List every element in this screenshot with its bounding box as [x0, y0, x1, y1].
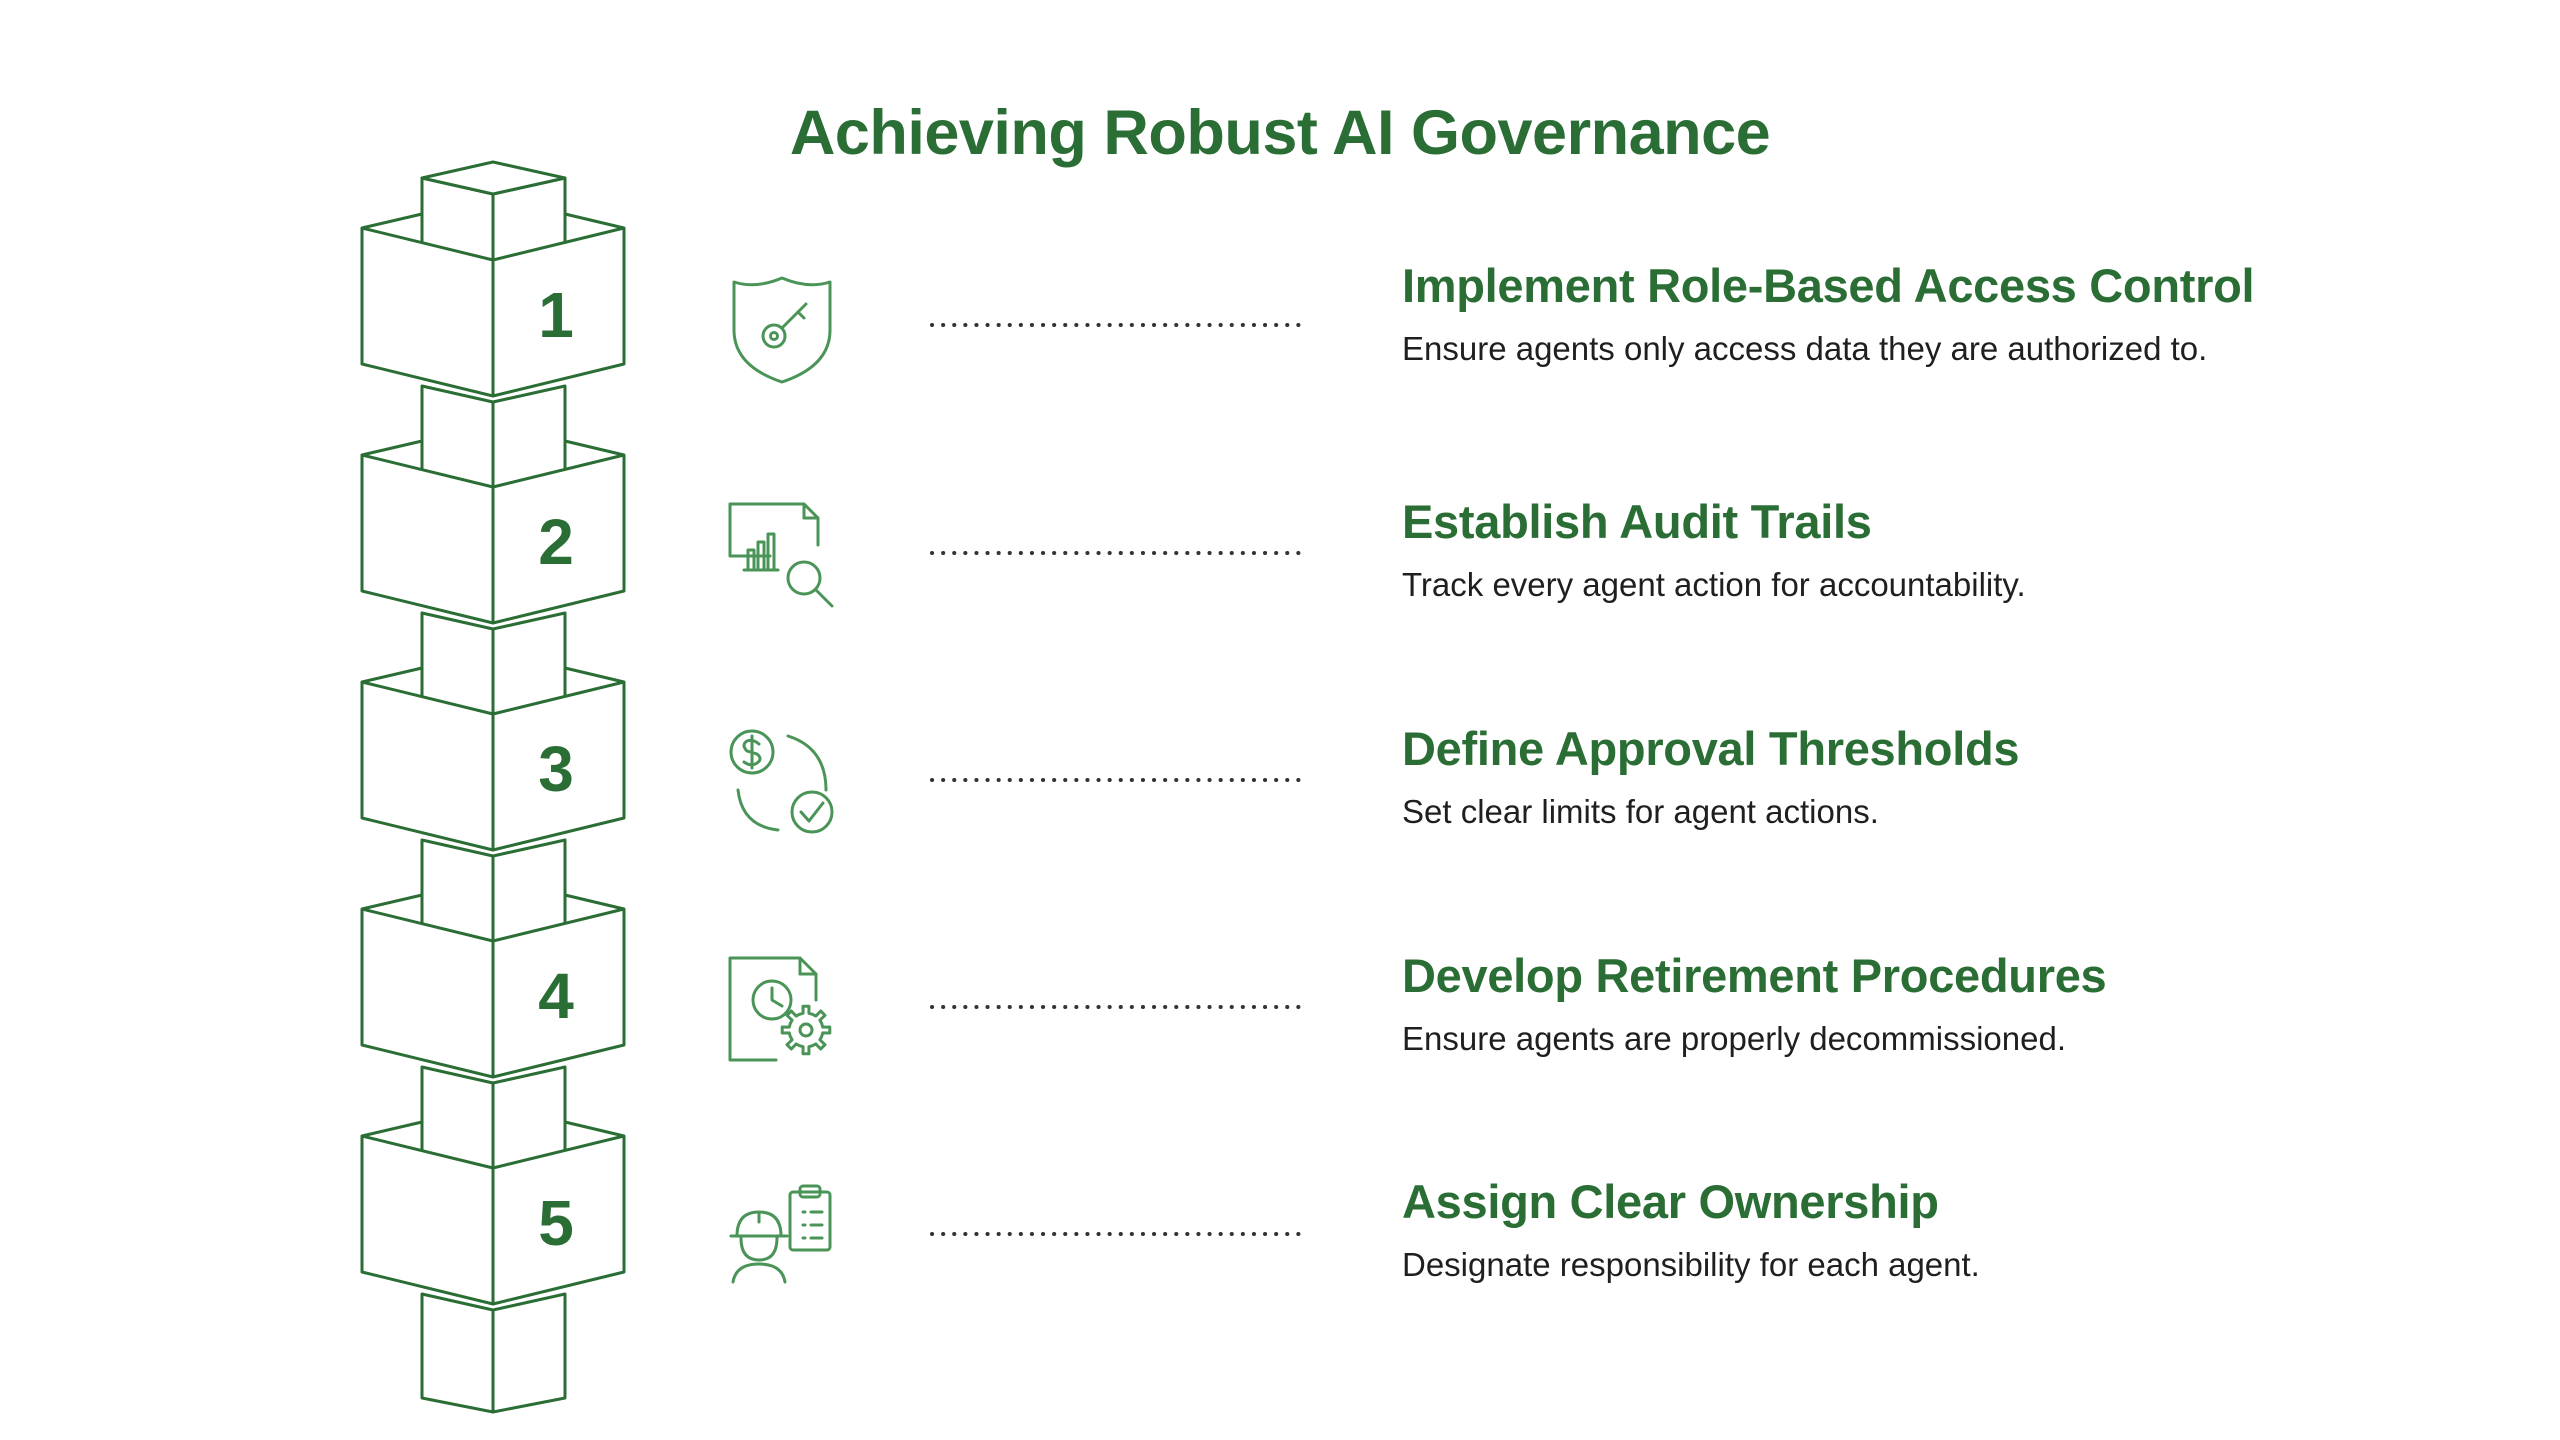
tower-block-top-left — [361, 666, 424, 696]
tower-block-top-right — [563, 666, 625, 696]
dotted-connector-2 — [930, 551, 1304, 555]
step-4-description: Ensure agents are properly decommissione… — [1402, 1020, 2067, 1057]
block-number-3: 3 — [538, 733, 574, 805]
dollar-approval-cycle-icon — [729, 729, 834, 834]
step-1-heading: Implement Role-Based Access Control — [1402, 259, 2255, 312]
tower-block-top-left — [361, 212, 424, 242]
step-4-heading: Develop Retirement Procedures — [1402, 949, 2107, 1002]
block-number-5: 5 — [538, 1187, 574, 1259]
step-5-heading: Assign Clear Ownership — [1402, 1175, 1939, 1228]
document-clock-gear-icon — [728, 956, 832, 1062]
document-chart-search-icon — [728, 502, 834, 608]
dotted-connector-5 — [930, 1232, 1304, 1236]
tower-block-top-right — [563, 1120, 625, 1150]
block-number-2: 2 — [538, 506, 574, 578]
dotted-connector-1 — [930, 323, 1304, 327]
step-3-heading: Define Approval Thresholds — [1402, 722, 2020, 775]
step-2-description: Track every agent action for accountabil… — [1402, 566, 2026, 603]
tower-block-top-left — [361, 439, 424, 469]
numbered-block-tower: 1 2 3 4 5 — [360, 160, 626, 1414]
step-1-description: Ensure agents only access data they are … — [1402, 330, 2208, 367]
tower-block-top-left — [361, 1120, 424, 1150]
tower-block-top-right — [563, 439, 625, 469]
block-number-4: 4 — [538, 960, 574, 1032]
step-5-description: Designate responsibility for each agent. — [1402, 1246, 1980, 1283]
tower-block-top-right — [563, 212, 625, 242]
tower-block-top-left — [361, 893, 424, 923]
block-number-1: 1 — [538, 279, 574, 351]
step-2-heading: Establish Audit Trails — [1402, 495, 1872, 548]
dotted-connector-4 — [930, 1005, 1304, 1009]
gear-icon — [780, 1004, 832, 1056]
step-3-description: Set clear limits for agent actions. — [1402, 793, 1879, 830]
shield-key-icon — [732, 276, 832, 384]
tower-block-top-right — [563, 893, 625, 923]
worker-clipboard-icon — [729, 1184, 832, 1284]
tower-top-cap — [420, 160, 567, 196]
page-title: Achieving Robust AI Governance — [789, 98, 1771, 169]
dotted-connector-3 — [930, 778, 1304, 782]
